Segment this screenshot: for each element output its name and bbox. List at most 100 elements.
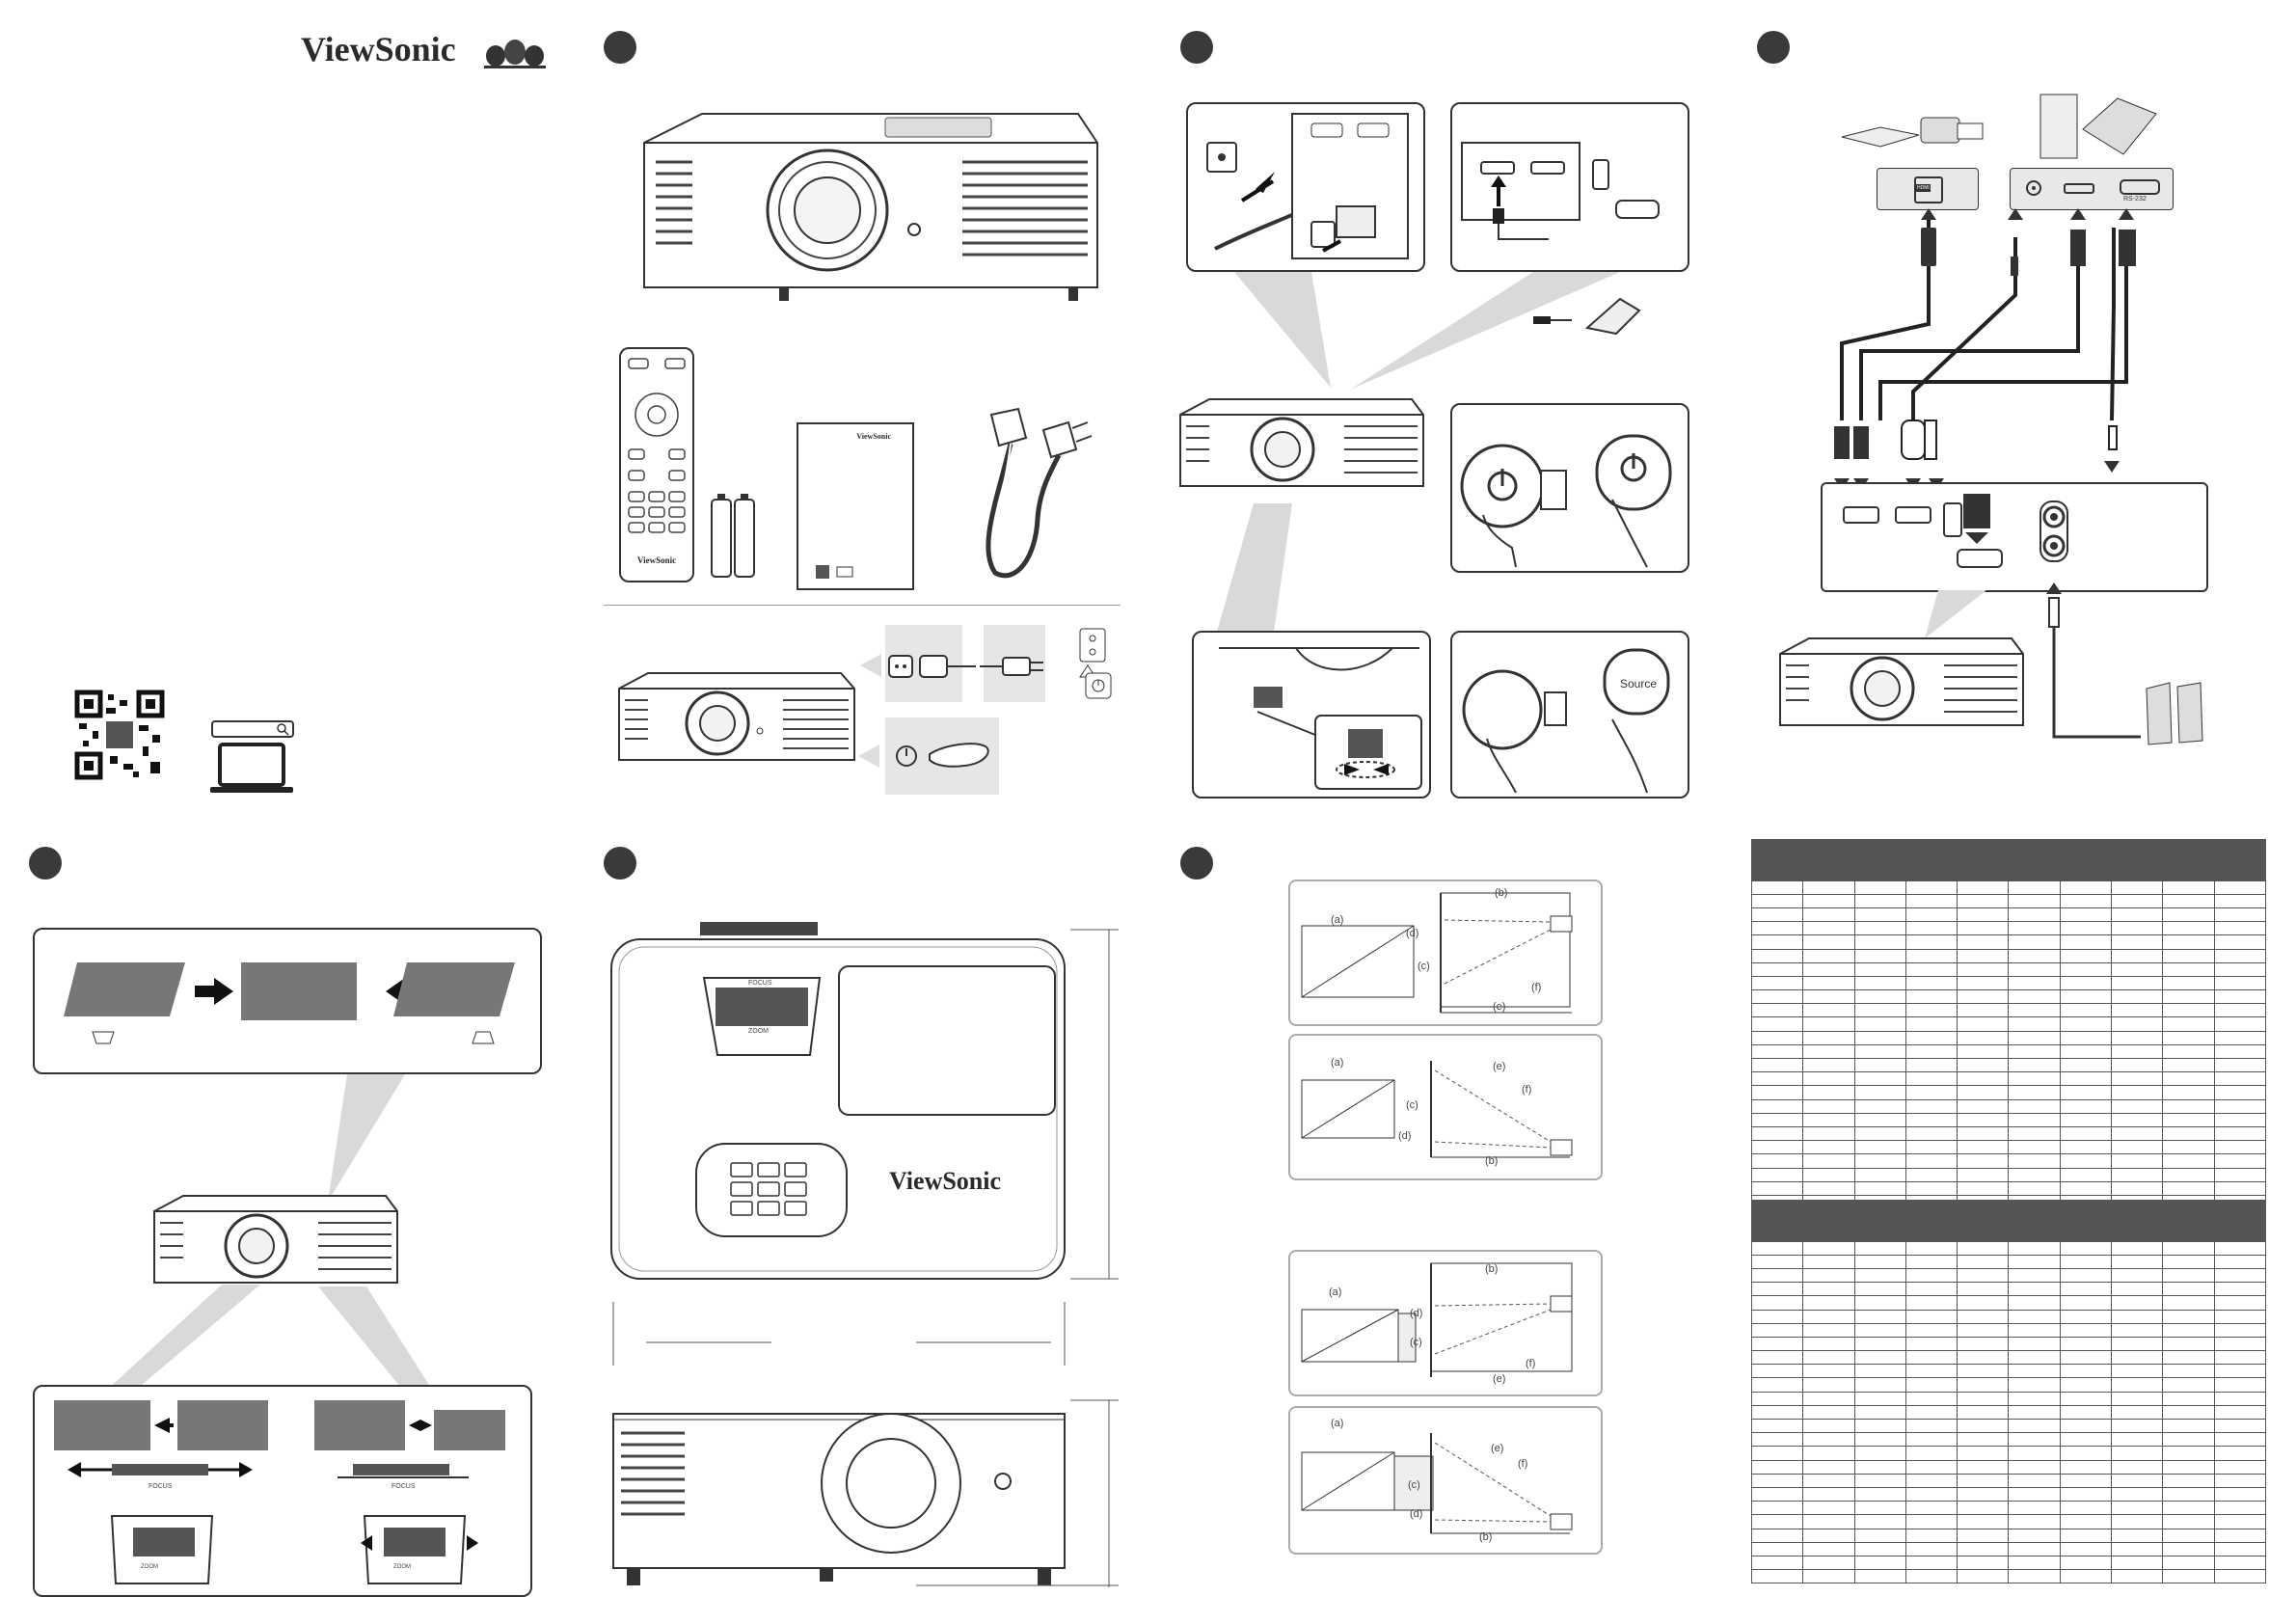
table-cell	[1853, 1098, 1906, 1114]
table-cell	[1802, 1514, 1855, 1529]
table-cell	[2008, 1432, 2061, 1448]
table-cell	[2111, 1418, 2164, 1434]
table-cell	[2008, 1071, 2061, 1087]
table-cell	[2213, 1125, 2267, 1142]
table-row	[1750, 853, 2267, 868]
table-cell	[1957, 975, 2010, 991]
table-cell	[2213, 1227, 2267, 1242]
table-cell	[1957, 1140, 2010, 1155]
table-cell	[1904, 1057, 1958, 1073]
table-cell	[2111, 1309, 2164, 1324]
table-cell	[2162, 989, 2215, 1005]
table-cell	[1750, 1213, 1804, 1229]
table-cell	[1904, 1282, 1958, 1297]
table-row	[1750, 1016, 2267, 1032]
table-cell	[2111, 1199, 2164, 1215]
table-row	[1750, 1432, 2267, 1448]
focus-zoom-panel: FOCUS FOCUS ZOOM ZOOM	[33, 1385, 532, 1597]
table-cell	[2162, 1254, 2215, 1269]
table-cell	[2111, 961, 2164, 977]
table-cell	[1904, 1309, 1958, 1324]
table-cell	[2008, 1282, 2061, 1297]
table-cell	[2111, 1336, 2164, 1352]
table-cell	[1904, 1227, 1958, 1242]
diag1-label-b: (b)	[1495, 887, 1508, 899]
table-cell	[2008, 1446, 2061, 1461]
power-button-icon	[1460, 434, 1672, 568]
table-cell	[1957, 1057, 2010, 1073]
table-cell	[2162, 907, 2215, 923]
table-cell	[1853, 866, 1906, 881]
laptop-search-icon	[210, 720, 294, 793]
projection-diagram-1-lines	[1301, 892, 1573, 1014]
table-row	[1750, 1418, 2267, 1434]
projector-focus-illustration	[153, 1195, 398, 1284]
table-cell	[2059, 948, 2113, 963]
table-cell	[2162, 975, 2215, 991]
table-cell	[2213, 1486, 2267, 1502]
hdmi-dongle-icon	[1533, 297, 1641, 336]
table-row	[1750, 880, 2267, 895]
table-cell	[1853, 1267, 1906, 1284]
table-cell	[2059, 1322, 2113, 1338]
table-cell	[2008, 1418, 2061, 1434]
table-cell	[2213, 1199, 2267, 1215]
table-cell	[2213, 1180, 2267, 1196]
table-cell	[2059, 1501, 2113, 1516]
table-cell	[1957, 1432, 2010, 1448]
table-row	[1750, 838, 2267, 854]
table-cell	[1802, 1254, 1855, 1269]
table-cell	[2162, 1473, 2215, 1488]
table-cell	[2111, 1240, 2164, 1256]
table-cell	[2008, 866, 2061, 881]
table-cell	[1853, 907, 1906, 923]
table-cell	[2213, 1098, 2267, 1114]
table-cell	[2213, 1514, 2267, 1529]
step-marker-5	[604, 847, 636, 880]
table-cell	[2213, 838, 2267, 854]
table-cell	[1957, 1473, 2010, 1488]
table-cell	[1957, 1391, 2010, 1406]
diag4-label-f: (f)	[1518, 1458, 1528, 1470]
table-cell	[1957, 853, 2010, 868]
table-cell	[1904, 1514, 1958, 1529]
table-cell	[2213, 1322, 2267, 1338]
table-cell	[2162, 880, 2215, 895]
camcorder-laptop-icon	[1841, 117, 1984, 148]
table-cell	[1853, 1514, 1906, 1529]
table-row	[1750, 1180, 2267, 1196]
table-cell	[2213, 1555, 2267, 1571]
table-cell	[1853, 1446, 1906, 1461]
table-cell	[2008, 1377, 2061, 1393]
table-cell	[2111, 866, 2164, 881]
table-cell	[1853, 1254, 1906, 1269]
table-cell	[2162, 1267, 2215, 1284]
section-divider	[604, 605, 1121, 606]
table-cell	[2008, 1486, 2061, 1502]
table-cell	[1750, 1199, 1804, 1215]
table-cell	[2213, 1528, 2267, 1543]
table-cell	[2111, 1167, 2164, 1182]
power-cable-plugging-icon	[1206, 113, 1409, 259]
diag3-label-e: (e)	[1493, 1373, 1506, 1385]
table-cell	[1802, 1057, 1855, 1073]
table-cell	[2059, 1336, 2113, 1352]
table-cell	[1904, 893, 1958, 908]
pc-ports-box: RS-232	[2010, 168, 2174, 210]
table-cell	[2059, 1267, 2113, 1284]
table-cell	[2059, 1514, 2113, 1529]
table-cell	[1750, 1254, 1804, 1269]
power-button-press-icon	[858, 743, 989, 768]
table-cell	[2008, 975, 2061, 991]
table-cell	[1802, 1282, 1855, 1297]
table-cell	[1904, 907, 1958, 923]
table-cell	[1750, 1227, 1804, 1242]
table-cell	[1802, 1153, 1855, 1169]
table-cell	[1802, 866, 1855, 881]
table-cell	[1957, 1486, 2010, 1502]
table-row	[1750, 1486, 2267, 1502]
table-cell	[1750, 1391, 1804, 1406]
projector-io-ports-icon	[1843, 494, 2068, 568]
projector-center-illustration	[1179, 398, 1424, 487]
table-row	[1750, 1030, 2267, 1045]
